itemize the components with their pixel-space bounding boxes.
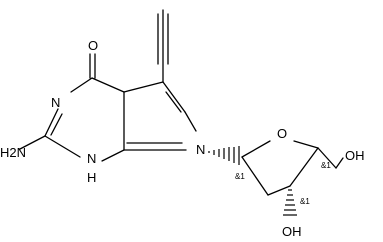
stereo-label-c1prime: &1 — [235, 172, 245, 181]
ring-oxygen-label: O — [277, 126, 287, 141]
amino-group-label: H2N — [0, 145, 26, 160]
n1-label: N — [87, 151, 96, 166]
hydroxyl-5prime-label: OH — [345, 148, 365, 163]
n7-label: N — [196, 142, 205, 157]
atom-labels: O N N H N H2N O OH OH — [0, 38, 365, 239]
n3-label: N — [51, 95, 60, 110]
carbonyl-oxygen-label: O — [88, 38, 98, 53]
stereo-label-c4prime: &1 — [321, 161, 331, 170]
bonds — [19, 9, 344, 196]
hydroxyl-3prime-label: OH — [282, 224, 302, 239]
n1-hydrogen-label: H — [87, 170, 96, 185]
stereo-descriptors: &1 &1 &1 — [235, 161, 331, 206]
stereo-label-c3prime: &1 — [300, 197, 310, 206]
stereo-bonds — [208, 146, 297, 216]
